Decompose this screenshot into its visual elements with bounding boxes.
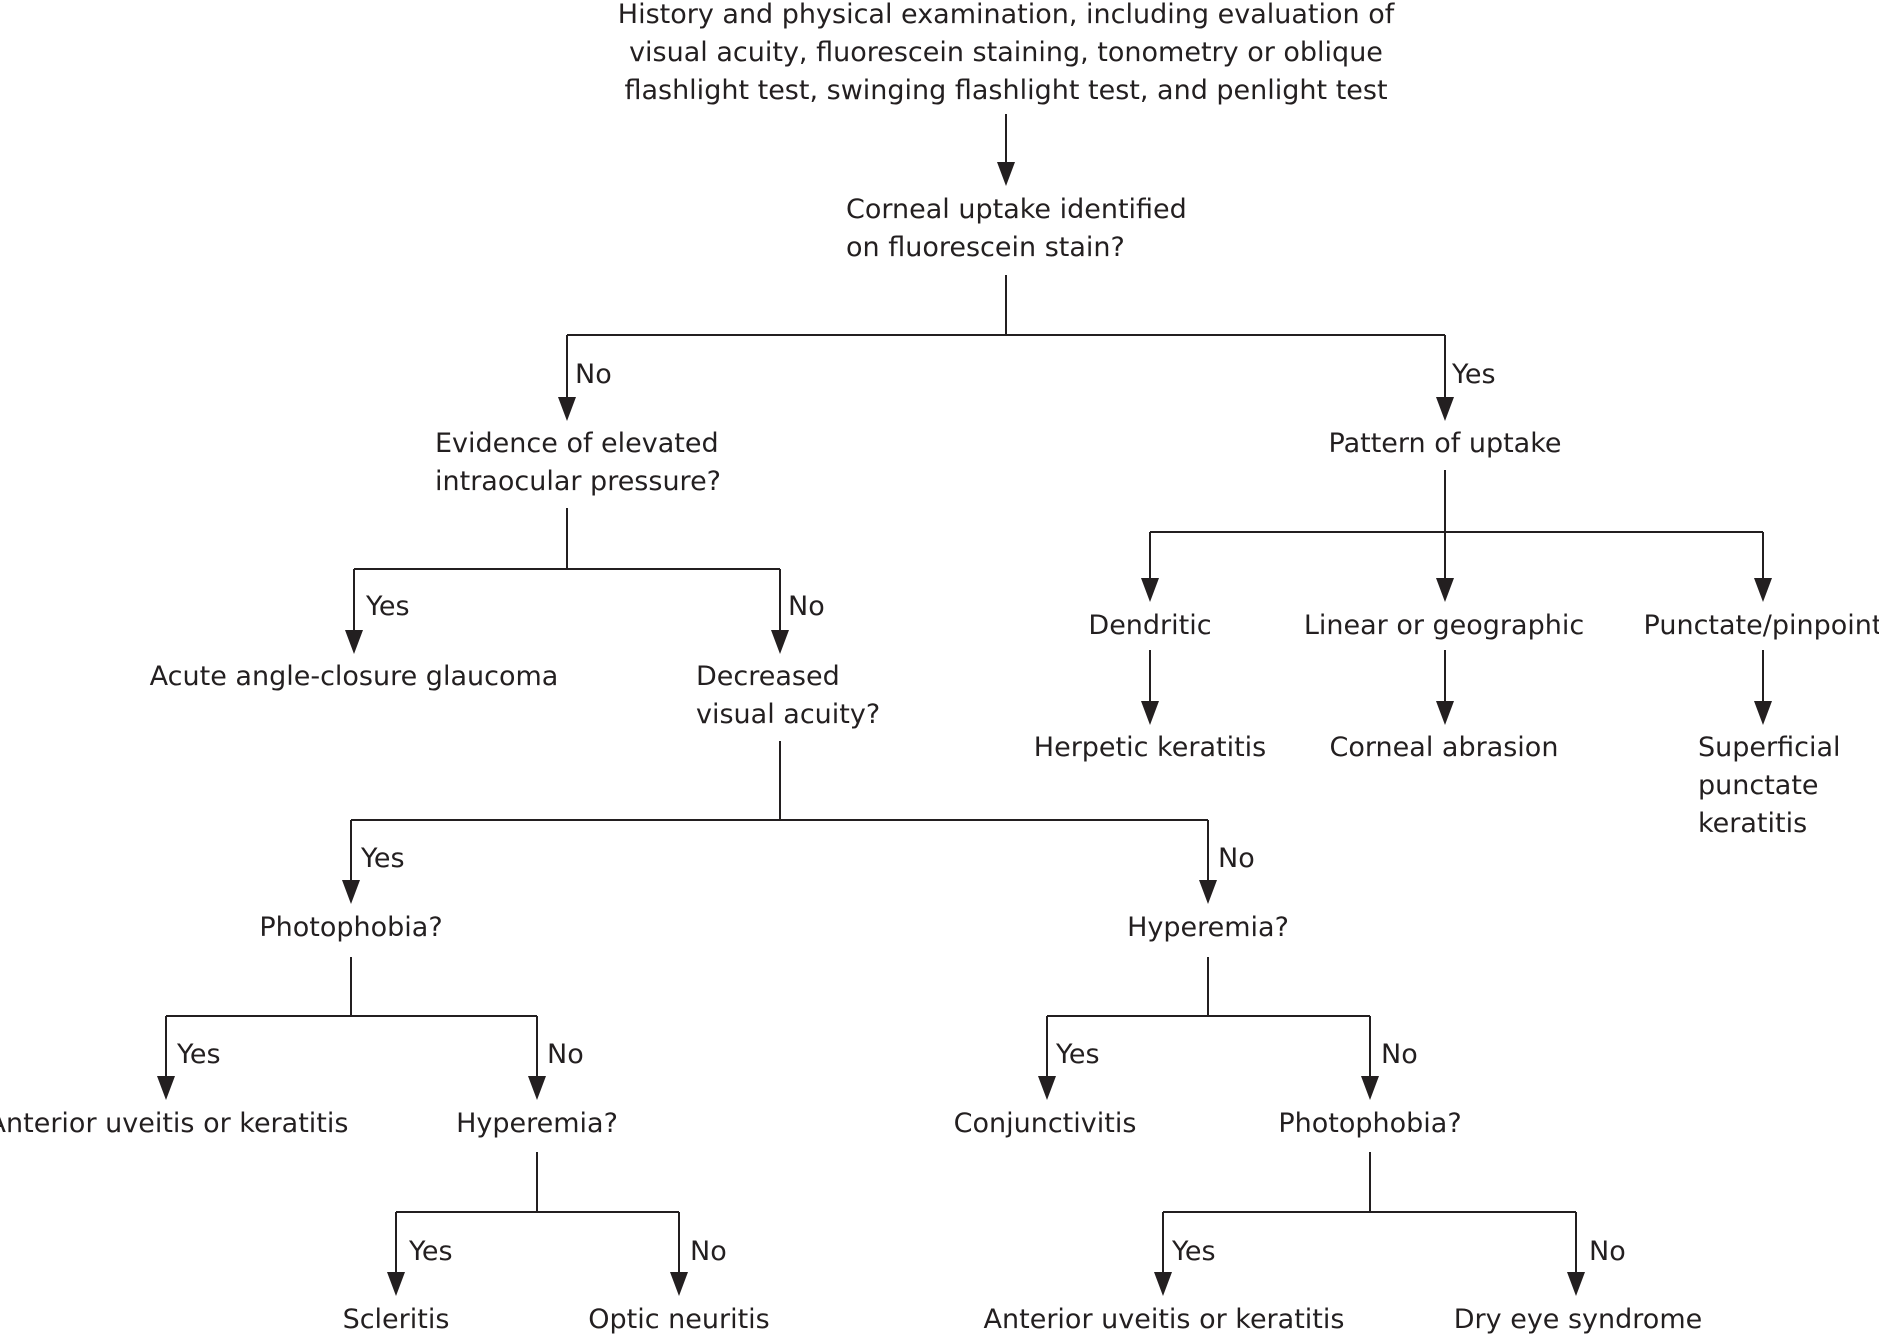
branch-label-yes: Yes bbox=[177, 1039, 221, 1070]
arrowhead-icon bbox=[1567, 1272, 1585, 1296]
arrowhead-icon bbox=[670, 1272, 688, 1296]
arrowhead-icon bbox=[1436, 701, 1454, 725]
arrowhead-icon bbox=[1361, 1076, 1379, 1100]
branch-label-no: No bbox=[1218, 843, 1255, 874]
arrowhead-icon bbox=[1141, 578, 1159, 602]
arrowhead-icon bbox=[558, 397, 576, 421]
node-anterior-uveitis-right: Anterior uveitis or keratitis bbox=[983, 1304, 1345, 1335]
arrowhead-icon bbox=[1436, 578, 1454, 602]
arrowhead-icon bbox=[1754, 578, 1772, 602]
branch-label-yes: Yes bbox=[1452, 359, 1496, 390]
node-elevated-iop: Evidence of elevated intraocular pressur… bbox=[435, 428, 722, 497]
branch-label-yes: Yes bbox=[361, 843, 405, 874]
arrowhead-icon bbox=[1038, 1076, 1056, 1100]
arrowhead-icon bbox=[1141, 701, 1159, 725]
node-acute-angle-closure-glaucoma: Acute angle-closure glaucoma bbox=[149, 661, 559, 692]
branch-label-yes: Yes bbox=[1056, 1039, 1100, 1070]
branch-label-no: No bbox=[690, 1236, 727, 1267]
node-photophobia-right: Photophobia? bbox=[1278, 1108, 1462, 1139]
branch-label-no: No bbox=[547, 1039, 584, 1070]
node-anterior-uveitis-left: Anterior uveitis or keratitis bbox=[0, 1108, 349, 1139]
node-history-exam: History and physical examination, includ… bbox=[617, 0, 1395, 106]
arrowhead-icon bbox=[771, 630, 789, 654]
branch-label-no: No bbox=[575, 359, 612, 390]
node-corneal-uptake: Corneal uptake identified on fluorescein… bbox=[846, 194, 1187, 263]
arrowhead-icon bbox=[1754, 701, 1772, 725]
node-pattern-of-uptake: Pattern of uptake bbox=[1328, 428, 1562, 459]
node-decreased-visual-acuity: Decreased visual acuity? bbox=[696, 661, 881, 730]
node-superficial-punctate-keratitis: Superficial punctate keratitis bbox=[1698, 732, 1841, 839]
node-punctate-pinpoint: Punctate/pinpoint bbox=[1643, 610, 1879, 641]
arrowhead-icon bbox=[1199, 880, 1217, 904]
branch-label-no: No bbox=[788, 591, 825, 622]
arrowhead-icon bbox=[1436, 397, 1454, 421]
branch-label-no: No bbox=[1381, 1039, 1418, 1070]
branch-label-yes: Yes bbox=[409, 1236, 453, 1267]
arrowhead-icon bbox=[1154, 1272, 1172, 1296]
node-photophobia-left: Photophobia? bbox=[259, 912, 443, 943]
arrowhead-icon bbox=[387, 1272, 405, 1296]
branch-label-no: No bbox=[1589, 1236, 1626, 1267]
node-dry-eye-syndrome: Dry eye syndrome bbox=[1453, 1304, 1703, 1335]
node-corneal-abrasion: Corneal abrasion bbox=[1329, 732, 1559, 763]
arrowhead-icon bbox=[345, 630, 363, 654]
arrowhead-icon bbox=[157, 1076, 175, 1100]
node-herpetic-keratitis: Herpetic keratitis bbox=[1033, 732, 1267, 763]
branch-label-yes: Yes bbox=[1172, 1236, 1216, 1267]
node-scleritis: Scleritis bbox=[342, 1304, 450, 1335]
arrowhead-icon bbox=[528, 1076, 546, 1100]
branch-label-yes: Yes bbox=[366, 591, 410, 622]
node-conjunctivitis: Conjunctivitis bbox=[953, 1108, 1137, 1139]
arrowhead-icon bbox=[342, 880, 360, 904]
arrowhead-icon bbox=[997, 162, 1015, 186]
node-linear-geographic: Linear or geographic bbox=[1303, 610, 1585, 641]
node-hyperemia-right: Hyperemia? bbox=[1127, 912, 1289, 943]
node-hyperemia-left: Hyperemia? bbox=[456, 1108, 618, 1139]
node-dendritic: Dendritic bbox=[1088, 610, 1212, 641]
node-optic-neuritis: Optic neuritis bbox=[588, 1304, 770, 1335]
